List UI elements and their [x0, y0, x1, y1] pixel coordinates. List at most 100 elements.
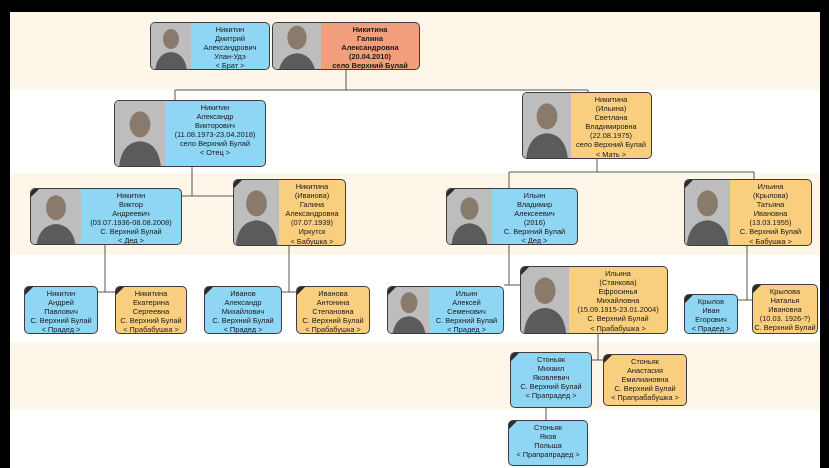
- person-detail-line: С. Верхний Булай: [120, 316, 182, 326]
- person-detail-line: Никитина: [352, 25, 388, 34]
- expand-corner-icon[interactable]: [116, 287, 124, 295]
- person-detail-line: Ильин: [455, 289, 478, 298]
- expand-corner-icon[interactable]: [604, 355, 612, 363]
- person-detail-line: Никитин: [46, 289, 76, 298]
- person-detail-line: Никитин: [116, 191, 146, 200]
- person-detail-line: Яковлевич: [532, 373, 570, 383]
- expand-corner-icon[interactable]: [509, 421, 517, 429]
- person-detail-line: Емилиановна: [621, 375, 669, 385]
- person-detail-line: Татьяна: [756, 200, 785, 210]
- person-photo-icon: [115, 101, 165, 166]
- person-detail-line: Сергеевна: [132, 307, 170, 317]
- person-detail-line: (Станкова): [599, 278, 637, 288]
- person-detail-line: < Прабабушка >: [123, 325, 179, 334]
- expand-corner-icon[interactable]: [753, 285, 761, 293]
- person-detail-line: С. Верхний Булай: [302, 316, 364, 326]
- person-detail-line: (03.07.1936-08.08.2008): [90, 218, 172, 228]
- person-detail-line: < Мать >: [595, 149, 627, 159]
- person-detail-line: Крылова: [769, 287, 801, 296]
- person-detail-line: Стоньяк: [631, 357, 659, 366]
- person-detail-line: Галина: [299, 200, 325, 210]
- person-detail-line: Иркутск: [298, 227, 326, 237]
- person-detail-line: Алексеевич: [514, 209, 555, 219]
- person-detail-line: Крылов: [697, 297, 725, 306]
- expand-corner-icon[interactable]: [31, 189, 39, 197]
- person-detail-line: С. Верхний Булай: [520, 382, 582, 392]
- person-photo-icon: [447, 189, 492, 244]
- person-photo-icon: [685, 180, 730, 245]
- person-detail-line: (Крылова): [752, 191, 789, 201]
- person-detail-line: село Верхний Булай: [179, 139, 251, 149]
- person-detail-line: < Прапрабабушка >: [611, 393, 679, 403]
- person-detail-line: село Верхний Булай: [575, 140, 647, 150]
- expand-corner-icon[interactable]: [234, 180, 242, 188]
- person-detail-line: (11.08.1973-23.04.2018): [174, 130, 256, 140]
- person-detail-line: Владимир: [516, 200, 553, 210]
- person-detail-line: (Иванова): [294, 191, 330, 201]
- person-detail-line: Семенович: [447, 307, 486, 317]
- person-detail-line: Никитина: [594, 95, 628, 104]
- person-detail-line: < Прапрадед >: [525, 391, 577, 401]
- person-detail-line: (15.09.1915-23.01.2004): [577, 305, 659, 315]
- person-detail-line: Иванов: [230, 289, 256, 298]
- person-detail-line: Улан-Удэ: [214, 52, 246, 62]
- person-photo-icon: [151, 23, 191, 69]
- person-detail-line: Павлович: [44, 307, 78, 317]
- expand-corner-icon[interactable]: [521, 267, 529, 275]
- expand-corner-icon[interactable]: [511, 353, 519, 361]
- person-detail-line: Яков: [539, 432, 557, 442]
- person-detail-line: < Прадед >: [223, 325, 263, 334]
- person-detail-line: Андрей: [48, 298, 74, 308]
- expand-corner-icon[interactable]: [447, 189, 455, 197]
- expand-corner-icon[interactable]: [25, 287, 33, 295]
- person-detail-line: (10.03. 1926-?): [759, 314, 811, 324]
- person-detail-line: С. Верхний Булай: [614, 384, 676, 394]
- person-detail-line: < Бабушка >: [749, 236, 792, 246]
- person-photo-icon: [234, 180, 279, 245]
- expand-corner-icon[interactable]: [685, 295, 693, 303]
- person-photo-icon: [273, 23, 321, 69]
- expand-corner-icon[interactable]: [388, 287, 396, 295]
- person-detail-line: Ильина: [757, 182, 784, 191]
- person-detail-line: < Отец >: [199, 148, 231, 158]
- person-detail-line: < Прабабушка >: [305, 325, 361, 334]
- person-detail-line: Анастасия: [626, 366, 664, 376]
- person-detail-line: (13.03.1955): [749, 218, 792, 228]
- person-detail-line: Никитина: [295, 182, 329, 191]
- person-detail-line: Михайловна: [596, 296, 640, 306]
- expand-corner-icon[interactable]: [297, 287, 305, 295]
- person-detail-line: Стоньяк: [537, 355, 565, 364]
- expand-corner-icon[interactable]: [685, 180, 693, 188]
- person-detail-line: < Прапрапрадед >: [516, 450, 580, 460]
- person-detail-line: Андреевич: [112, 209, 150, 219]
- expand-corner-icon[interactable]: [205, 287, 213, 295]
